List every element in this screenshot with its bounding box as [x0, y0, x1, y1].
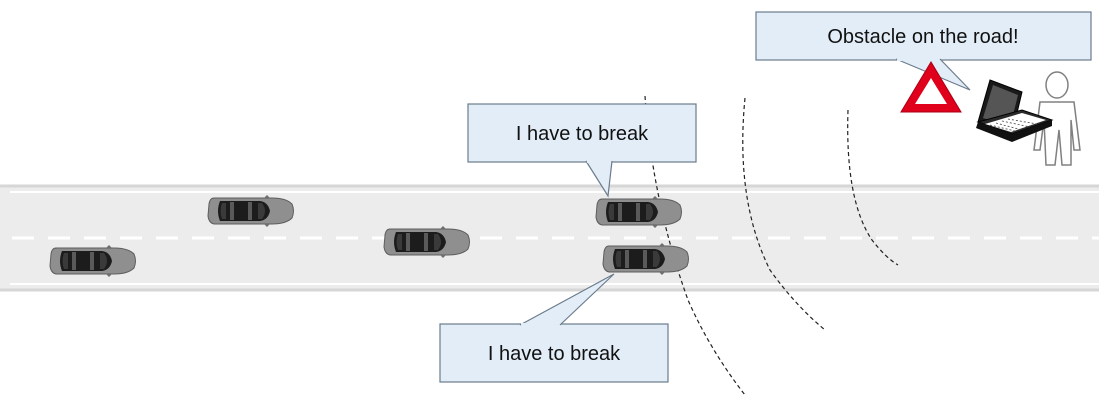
- obstacle-callout: Obstacle on the road!: [755, 11, 1092, 91]
- wave-arc-2: [742, 97, 826, 331]
- laptop-icon: [976, 79, 1054, 142]
- lower-car-callout: I have to break: [439, 273, 669, 383]
- car-icon: [49, 244, 136, 278]
- upper-car-message: I have to break: [516, 123, 649, 145]
- car-icon: [602, 242, 689, 276]
- car-icon: [595, 195, 682, 229]
- callout-box: [755, 11, 1092, 61]
- radio-wave-arcs: [644, 95, 899, 396]
- warning-triangle-icon: [900, 61, 962, 113]
- upper-car-callout: I have to break: [467, 103, 697, 198]
- callout-box: [467, 103, 697, 163]
- callout-pointer: [519, 273, 615, 326]
- obstacle-warning-text: Obstacle on the road!: [827, 26, 1018, 48]
- car-icon: [207, 194, 294, 228]
- callout-pointer: [585, 160, 613, 198]
- road: [0, 184, 1099, 292]
- car-icon: [383, 225, 470, 259]
- lower-car-message: I have to break: [488, 343, 621, 365]
